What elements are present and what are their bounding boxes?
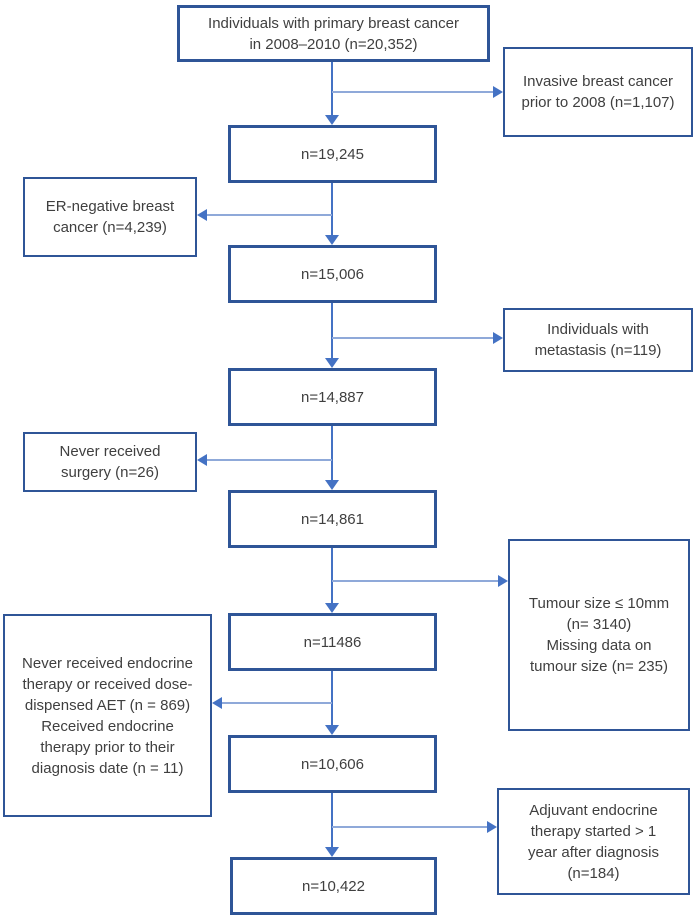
branch-right-2 bbox=[332, 337, 493, 339]
exclusion-no-endocrine-therapy: Never received endocrine therapy or rece… bbox=[3, 614, 212, 817]
branch-right-4 bbox=[332, 826, 487, 828]
branch-left-1 bbox=[207, 214, 332, 216]
node-n-11486: n=11486 bbox=[228, 613, 437, 671]
node-n-10606: n=10,606 bbox=[228, 735, 437, 793]
connector-down-4 bbox=[331, 426, 333, 480]
node-primary-cohort: Individuals with primary breast cancer i… bbox=[177, 5, 490, 62]
connector-down-3 bbox=[331, 303, 333, 358]
arrow-right-icon bbox=[493, 332, 503, 344]
connector-down-2 bbox=[331, 183, 333, 235]
arrow-down-icon bbox=[325, 725, 339, 735]
branch-left-2 bbox=[207, 459, 332, 461]
exclusion-tumour-size: Tumour size ≤ 10mm (n= 3140) Missing dat… bbox=[508, 539, 690, 731]
exclusion-late-aet-start: Adjuvant endocrine therapy started > 1 y… bbox=[497, 788, 690, 895]
arrow-left-icon bbox=[197, 209, 207, 221]
node-n-14861: n=14,861 bbox=[228, 490, 437, 548]
node-n-10422: n=10,422 bbox=[230, 857, 437, 915]
exclusion-er-negative: ER-negative breast cancer (n=4,239) bbox=[23, 177, 197, 257]
arrow-down-icon bbox=[325, 358, 339, 368]
arrow-down-icon bbox=[325, 603, 339, 613]
exclusion-invasive-prior-2008: Invasive breast cancer prior to 2008 (n=… bbox=[503, 47, 693, 137]
arrow-left-icon bbox=[197, 454, 207, 466]
node-n-15006: n=15,006 bbox=[228, 245, 437, 303]
exclusion-metastasis: Individuals with metastasis (n=119) bbox=[503, 308, 693, 372]
connector-down-5 bbox=[331, 548, 333, 603]
connector-down-7 bbox=[331, 793, 333, 847]
node-n-19245: n=19,245 bbox=[228, 125, 437, 183]
arrow-left-icon bbox=[212, 697, 222, 709]
arrow-down-icon bbox=[325, 115, 339, 125]
arrow-right-icon bbox=[487, 821, 497, 833]
arrow-down-icon bbox=[325, 235, 339, 245]
arrow-down-icon bbox=[325, 480, 339, 490]
exclusion-never-surgery: Never received surgery (n=26) bbox=[23, 432, 197, 492]
arrow-right-icon bbox=[493, 86, 503, 98]
branch-right-3 bbox=[332, 580, 498, 582]
branch-right-1 bbox=[332, 91, 493, 93]
node-n-14887: n=14,887 bbox=[228, 368, 437, 426]
branch-left-3 bbox=[222, 702, 332, 704]
arrow-right-icon bbox=[498, 575, 508, 587]
connector-down-1 bbox=[331, 62, 333, 115]
arrow-down-icon bbox=[325, 847, 339, 857]
connector-down-6 bbox=[331, 671, 333, 725]
